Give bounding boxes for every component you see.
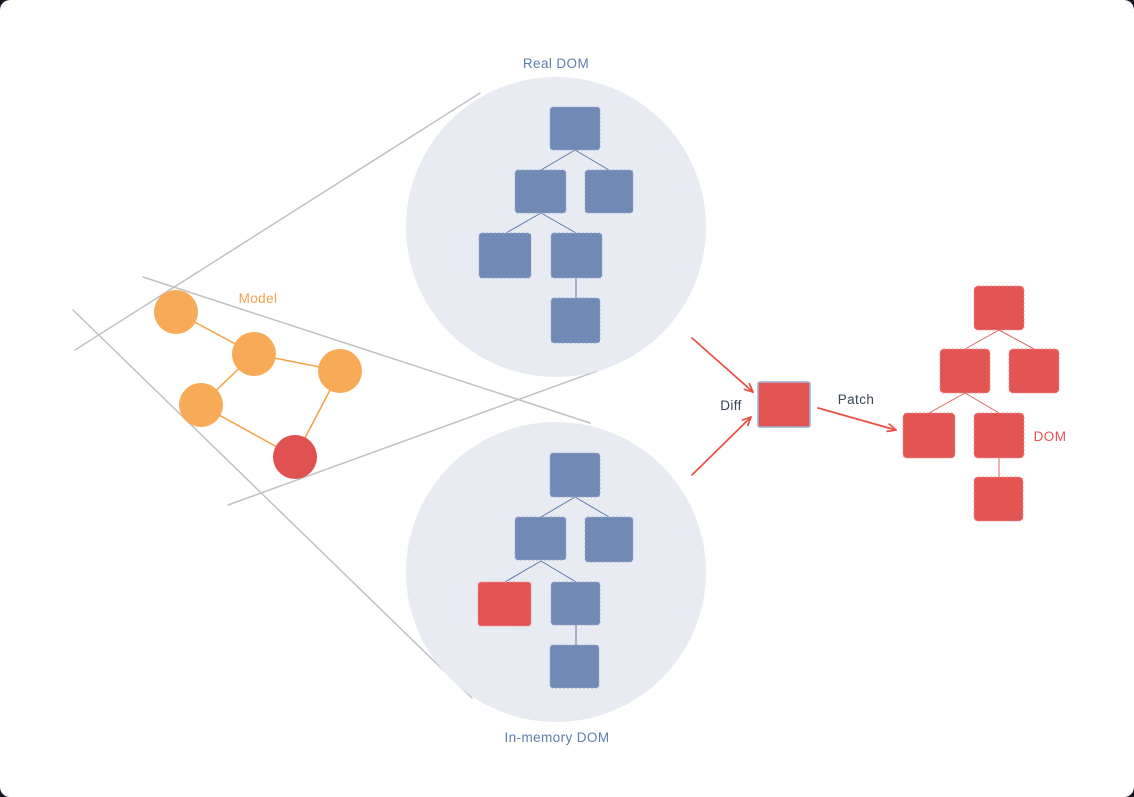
tree-edge (540, 149, 576, 171)
tree-edge (574, 149, 610, 171)
result-dom-group: DOM (902, 285, 1067, 522)
real-dom-node (550, 232, 603, 279)
in-memory-dom-node (550, 581, 601, 626)
projection-line-top (74, 92, 481, 351)
diff-label: Diff (720, 398, 742, 413)
result-dom-node (1008, 348, 1060, 394)
model-graph-group: Model (154, 290, 362, 479)
real-dom-group: Real DOM (406, 56, 706, 377)
tree-edge (540, 560, 577, 583)
in-memory-dom-label: In-memory DOM (505, 730, 610, 745)
in-memory-dom-circle (406, 422, 706, 722)
tree-edge (540, 496, 576, 518)
result-dom-root-node (973, 285, 1025, 331)
diff-arrow-from-in-memory-dom (691, 416, 752, 476)
in-memory-dom-group: In-memory DOM (406, 422, 706, 745)
result-dom-node (902, 412, 956, 459)
diff-node (757, 381, 811, 428)
real-dom-circle (406, 77, 706, 377)
in-memory-dom-changed-node (477, 581, 532, 627)
patch-group: Patch (817, 392, 897, 433)
arrowhead-icon (741, 416, 752, 427)
model-node (318, 349, 362, 393)
arrowhead-icon (886, 423, 897, 433)
projection-line-mid-lower (227, 370, 598, 506)
tree-edge (964, 329, 1000, 350)
tree-edge (504, 560, 542, 583)
tree-edge (540, 212, 577, 234)
projection-line-mid-upper (142, 276, 591, 424)
diff-arrow-from-real-dom (691, 337, 754, 393)
tree-edge (998, 329, 1035, 350)
result-dom-node (939, 348, 991, 394)
model-label: Model (239, 291, 278, 306)
in-memory-dom-node (549, 644, 600, 689)
model-node (179, 383, 223, 427)
in-memory-dom-node (514, 516, 567, 561)
result-dom-node (973, 476, 1024, 522)
projection-lines (72, 92, 598, 699)
real-dom-node (514, 169, 567, 214)
tree-edge (574, 496, 610, 518)
real-dom-root-node (549, 106, 601, 151)
projection-line-bottom (72, 309, 473, 699)
patch-arrow (817, 407, 897, 431)
in-memory-dom-root-node (549, 452, 601, 498)
model-node (232, 332, 276, 376)
real-dom-node (478, 232, 532, 279)
diff-group: Diff (691, 337, 811, 476)
real-dom-label: Real DOM (523, 56, 589, 71)
result-dom-label: DOM (1034, 429, 1067, 444)
patch-label: Patch (838, 392, 875, 407)
model-changed-node (273, 435, 317, 479)
tree-edge (505, 212, 542, 234)
model-node (154, 290, 198, 334)
in-memory-dom-node (584, 516, 634, 563)
tree-edge (964, 392, 1000, 414)
real-dom-node (550, 297, 601, 344)
arrowhead-icon (743, 382, 754, 393)
real-dom-node (584, 169, 634, 214)
tree-edge (928, 392, 966, 414)
result-dom-node (973, 412, 1025, 459)
